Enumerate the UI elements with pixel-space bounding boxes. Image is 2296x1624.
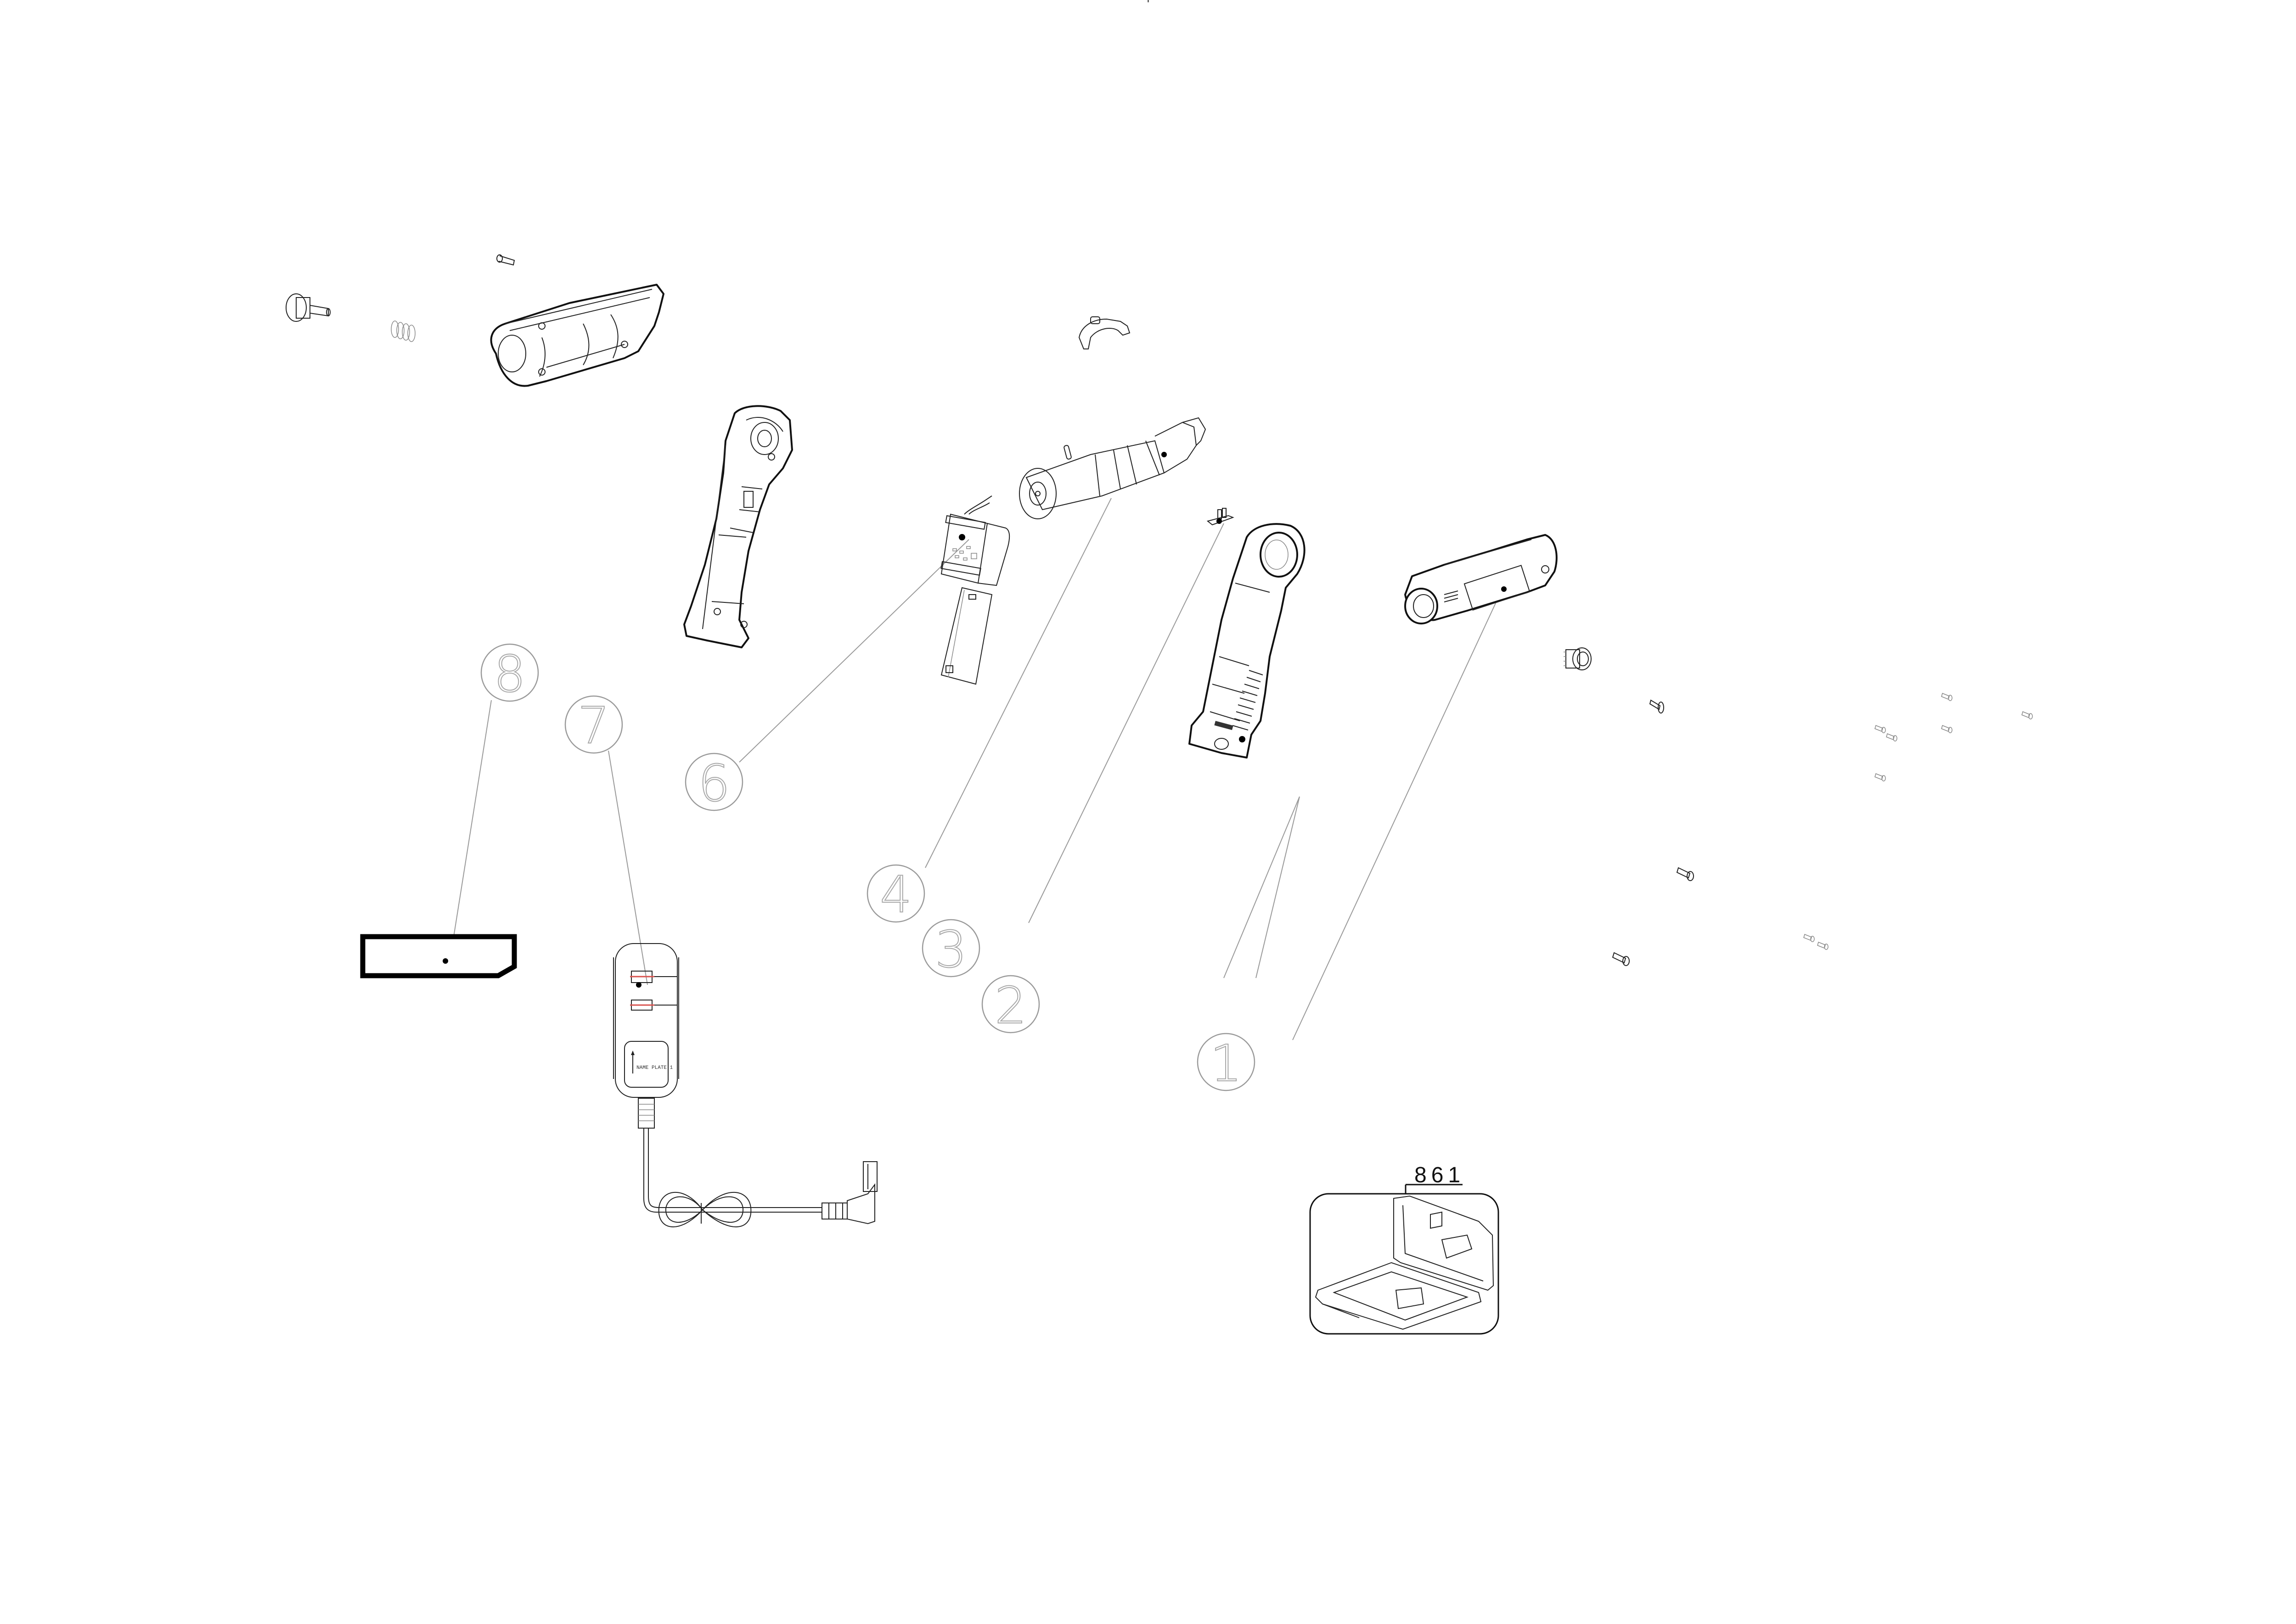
callout-2[interactable]: 2 <box>981 975 1040 1035</box>
svg-text:8: 8 <box>494 645 526 703</box>
callout-1[interactable]: 1 <box>1197 1033 1255 1093</box>
charger[interactable]: NAME PLATE 1 <box>613 943 878 1227</box>
top-mark <box>1148 0 1149 2</box>
callout-3[interactable]: 3 <box>922 919 980 979</box>
left-housing-shell[interactable] <box>490 284 664 387</box>
screw-large <box>1676 867 1694 881</box>
motor-gearbox-assembly[interactable] <box>1019 417 1206 519</box>
carry-case[interactable]: 861 <box>1309 1163 1499 1335</box>
screws[interactable] <box>1612 692 2033 966</box>
drive-gear-shaft[interactable] <box>286 293 331 322</box>
svg-text:4: 4 <box>880 865 912 924</box>
svg-text:861: 861 <box>1414 1163 1465 1187</box>
callout-4[interactable]: 4 <box>867 864 925 924</box>
handle-left-half[interactable] <box>683 405 793 648</box>
svg-text:3: 3 <box>935 920 967 979</box>
bearing-gear[interactable] <box>1564 647 1592 670</box>
svg-text:NAME PLATE 1: NAME PLATE 1 <box>636 1065 673 1071</box>
small-screw-top[interactable] <box>496 254 515 266</box>
label-plate[interactable] <box>360 934 517 978</box>
callout-8[interactable]: 8 <box>480 643 539 704</box>
screw-washer <box>1649 699 1664 714</box>
switch-button[interactable] <box>1206 508 1234 526</box>
pcb-battery-pack[interactable] <box>940 495 1010 685</box>
svg-text:6: 6 <box>698 754 730 813</box>
screw-large <box>1612 952 1630 966</box>
front-housing[interactable] <box>1404 534 1558 624</box>
handle-right-half[interactable] <box>1188 523 1306 759</box>
callout-6[interactable]: 6 <box>685 753 743 813</box>
svg-text:2: 2 <box>995 976 1027 1035</box>
leader-lines <box>450 498 1504 1040</box>
clip-bracket[interactable] <box>1078 316 1131 349</box>
callout-7[interactable]: 7 <box>564 695 623 755</box>
svg-text:1: 1 <box>1210 1034 1242 1093</box>
svg-text:7: 7 <box>578 696 610 755</box>
compression-spring[interactable] <box>391 320 416 342</box>
